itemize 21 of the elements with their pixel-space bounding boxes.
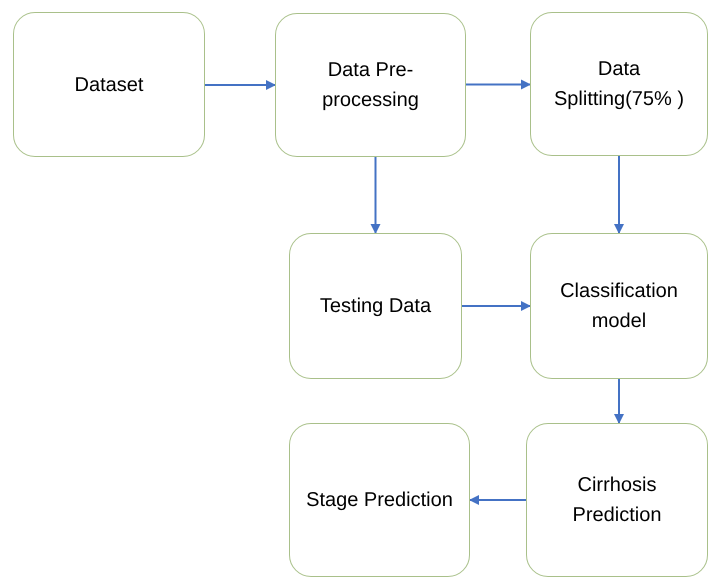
arrow [205, 80, 276, 90]
box-label: Data Pre- processing [321, 58, 420, 113]
box-label: Cirrhosis Prediction [572, 473, 662, 528]
process-box [289, 423, 470, 577]
arrow [614, 379, 624, 424]
arrow [469, 495, 526, 505]
arrow [466, 80, 531, 90]
box-label: Testing Data [320, 294, 432, 319]
box-label: Data Splitting(75% ) [552, 57, 686, 112]
process-box [526, 423, 708, 577]
box-label: Classification model [559, 279, 679, 334]
box-label: Stage Prediction [306, 488, 453, 513]
process-box [530, 12, 708, 156]
arrow [614, 156, 624, 234]
arrow [462, 301, 531, 311]
process-box [530, 233, 708, 379]
box-label: Dataset [74, 72, 144, 98]
process-box [275, 13, 466, 157]
process-box [13, 12, 205, 157]
process-box [289, 233, 462, 379]
arrow [370, 157, 380, 234]
